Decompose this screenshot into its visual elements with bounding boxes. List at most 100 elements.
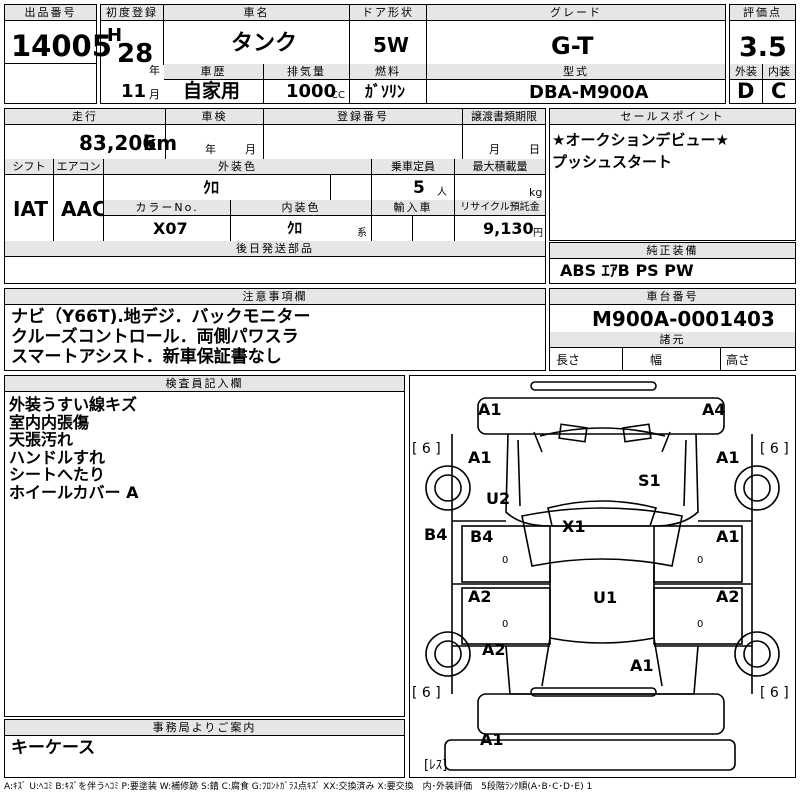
load-label: 最大積載量: [455, 159, 545, 175]
vehicle-details: 走行 車検 登録番号 譲渡書類期限 83,206 km 年 月 月 日 シフト …: [4, 108, 546, 284]
mark-floor: U1: [593, 588, 618, 607]
score: 3.5: [739, 32, 787, 63]
notes-box: 注意事項欄 ナビ（Y66T).地デジ．バックモニター クルーズコントロール．両側…: [4, 288, 546, 371]
inspect-month-unit: 月: [245, 143, 256, 156]
notes-line: スマートアシスト．新車保証書なし: [11, 347, 282, 367]
inspector-line: シートへたり: [9, 465, 106, 484]
ac-label: エアコン: [54, 159, 103, 175]
color-no: X07: [153, 219, 188, 238]
sales-line: ★オークションデビュー★: [552, 131, 729, 149]
reg-year: 28: [117, 39, 154, 69]
main-header: 初度登録 車名 ドア形状 グレード H 28 年 タンク 5W G-T 車歴 排…: [100, 4, 726, 104]
regno-label: 登録番号: [264, 109, 462, 125]
seat-fr: 0: [697, 555, 704, 566]
reg-label: 初度登録: [101, 5, 163, 21]
chassis-number: M900A-0001403: [592, 307, 775, 331]
history: 自家用: [183, 80, 241, 102]
inspector-box: 検査員記入欄 外装うすい線キズ 室内内張傷 天張汚れ ハンドルすれ シートへたり…: [4, 375, 405, 717]
inspector-line: ホイールカバー A: [9, 482, 139, 502]
spec-label: 諸元: [550, 332, 795, 348]
disp-label: 排気量: [264, 64, 349, 80]
grade: G-T: [551, 32, 594, 60]
chassis-box: 車台番号 M900A-0001403 諸元 長さ 幅 高さ: [549, 288, 796, 371]
recycle-unit: 円: [533, 228, 543, 239]
mark-pillar-left: U2: [486, 489, 511, 508]
reg-month: 11: [121, 81, 147, 102]
disp-unit: CC: [331, 90, 345, 101]
color-label: 外装色: [104, 159, 371, 175]
lot-box: 出品番号 14005: [4, 4, 112, 104]
grade-label: グレード: [427, 5, 725, 21]
mark-door-rl: A2: [468, 587, 492, 606]
transfer-month-unit: 月: [489, 143, 500, 156]
load-unit: kg: [529, 186, 543, 199]
color: ｸﾛ: [203, 178, 220, 197]
transfer-day-unit: 日: [529, 143, 540, 156]
seat-fl: 0: [502, 555, 509, 566]
equipment: ABS ｴｱB PS PW: [560, 261, 694, 280]
equipment-label: 純正装備: [550, 243, 795, 259]
shift-label: シフト: [5, 159, 53, 175]
seat-rr: 0: [697, 619, 704, 630]
mark-side-left: B4: [424, 525, 448, 544]
int-label: 内装: [763, 64, 795, 80]
equipment-box: 純正装備 ABS ｴｱB PS PW: [549, 242, 796, 284]
inspector-line: 天張汚れ: [9, 430, 74, 449]
mark-door-rr: A2: [716, 587, 740, 606]
mileage-unit: km: [143, 131, 178, 155]
mark-front-left: A1: [478, 400, 502, 419]
inspect-label: 車検: [166, 109, 263, 125]
tire-rear-left: [ 6 ]: [412, 685, 441, 701]
mark-fender-right: A1: [716, 448, 740, 467]
tire-front-left: [ 6 ]: [412, 441, 441, 457]
interior-color: ｸﾛ: [287, 219, 303, 237]
colorno-label: カラーNo.: [104, 200, 230, 216]
fuel-label: 燃料: [350, 64, 426, 80]
recycle-label: リサイクル預託金: [455, 200, 545, 216]
mileage-label: 走行: [5, 109, 165, 125]
mark-roof: S1: [638, 471, 661, 490]
interior-label: 内装色: [231, 200, 371, 216]
history-label: 車歴: [164, 64, 263, 80]
chassis-label: 車台番号: [550, 289, 795, 305]
office-box: 事務局よりご案内 キーケース: [4, 719, 405, 778]
car-outline: [425, 381, 780, 771]
length-label: 長さ: [556, 353, 581, 367]
recycle-fee: 9,130: [483, 219, 534, 238]
ext-grade: D: [737, 79, 755, 103]
mark-rear-right: A1: [630, 656, 654, 675]
seats-unit: 人: [437, 187, 447, 198]
seats-label: 乗車定員: [372, 159, 454, 175]
ac: AAC: [61, 197, 107, 221]
height-label: 高さ: [726, 353, 751, 367]
door-type: 5W: [373, 33, 409, 57]
inspector-line: 室内内張傷: [9, 412, 90, 432]
month-unit: 月: [149, 88, 160, 101]
office-label: 事務局よりご案内: [5, 720, 404, 736]
model: DBA-M900A: [529, 82, 649, 103]
displacement: 1000: [286, 81, 337, 102]
name-label: 車名: [164, 5, 349, 21]
sales-line: プッシュスタート: [552, 153, 673, 171]
shift: IAT: [13, 197, 49, 221]
damage-diagram: A1 A4 [ 6 ] [ 6 ] A1 A1 S1 U2 X1 B4 B4 A…: [409, 375, 796, 778]
mark-rear-left: A2: [482, 640, 506, 659]
fuel: ｶﾞｿﾘﾝ: [365, 82, 406, 101]
width-label: 幅: [650, 353, 663, 367]
mark-door-fr: A1: [716, 527, 740, 546]
car-name: タンク: [231, 31, 298, 56]
mark-rear-bumper: A1: [480, 730, 504, 749]
inspector-label: 検査員記入欄: [5, 376, 404, 392]
sales-points: セールスポイント ★オークションデビュー★ プッシュスタート: [549, 108, 796, 241]
seats: 5: [413, 178, 425, 198]
lot-label: 出品番号: [5, 5, 96, 21]
notes-line: ナビ（Y66T).地デジ．バックモニター: [11, 307, 311, 327]
score-label: 評価点: [730, 5, 795, 21]
era: H: [107, 25, 123, 46]
model-label: 型式: [427, 64, 725, 80]
mileage: 83,206: [79, 131, 157, 155]
tire-front-right: [ 6 ]: [760, 441, 789, 457]
score-box: 評価点 3.5 外装 内装 D C: [729, 4, 796, 104]
spare-tire: [ﾚｽ]: [424, 758, 448, 773]
inspector-line: 外装うすい線キズ: [9, 395, 138, 414]
